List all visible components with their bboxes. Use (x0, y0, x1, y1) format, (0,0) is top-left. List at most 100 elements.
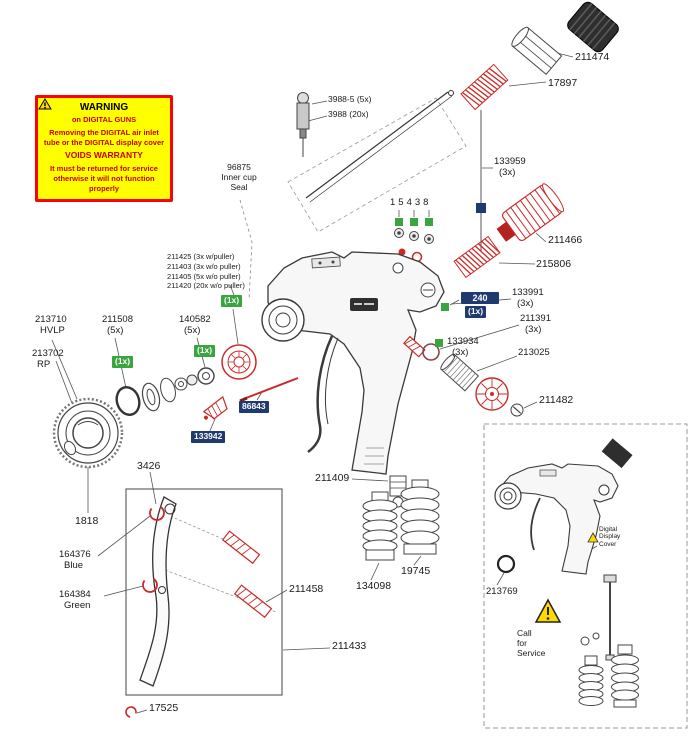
cup-knob (567, 1, 619, 53)
spray-gun-body (261, 251, 445, 475)
label-133991-qty: (3x) (517, 298, 534, 310)
service-tool-3988 (296, 92, 310, 157)
seal-kit-marker (395, 218, 403, 226)
label-213769: 213769 (486, 586, 518, 597)
warning-box: WARNING on DIGITAL GUNS Removing the DIG… (35, 95, 173, 202)
digital-service-inset-box (483, 423, 688, 729)
trigger-pin-lower (233, 584, 273, 619)
label-17897: 17897 (548, 77, 578, 89)
label-164384: 164384 Green (59, 589, 91, 612)
label-15438: 15438 (390, 197, 432, 208)
label-213702-type: RP (37, 359, 51, 371)
label-215806: 215806 (536, 258, 572, 270)
seal-kit-marker (410, 218, 418, 226)
label-211405: 211405 (5x w/o puller) (167, 271, 241, 281)
spring-assembly-19745 (400, 479, 440, 555)
valve-213025 (440, 353, 480, 392)
gun-trigger (307, 335, 334, 453)
label-213025: 213025 (518, 347, 550, 358)
gun-front-ring (261, 298, 305, 342)
needle-86843 (239, 377, 299, 403)
label-digital-3: Cover (599, 540, 617, 548)
label-211458: 211458 (289, 583, 324, 595)
label-3988: 3988 (20x) (328, 109, 369, 119)
label-133934-number: 133934 (447, 336, 479, 347)
spring-215806 (453, 235, 501, 279)
badge-86843: 86843 (239, 401, 269, 413)
label-96875-number: 96875 (227, 162, 251, 172)
seal-140582 (197, 367, 215, 385)
label-211420: 211420 (20x w/o puller) (167, 281, 245, 291)
navy-marker-133959 (476, 203, 486, 213)
label-17525: 17525 (149, 702, 179, 714)
pin-211391 (403, 335, 426, 358)
knob-211466 (496, 183, 565, 242)
seal-kit-marker (435, 339, 443, 347)
label-140582-number: 140582 (179, 314, 211, 325)
label-133959: 133959 (3x) (494, 156, 526, 179)
seal-kit-marker (441, 303, 449, 311)
warning-line: Removing the DIGITAL air inlet (49, 127, 159, 137)
circlip-blue-164376 (149, 505, 165, 521)
call-service-triangle-icon (534, 598, 562, 623)
label-133959-qty: (3x) (499, 167, 516, 179)
air-cap-ring-1818 (52, 397, 124, 469)
label-3426: 3426 (137, 460, 161, 472)
clip-17525 (125, 706, 137, 718)
label-133934: 133934 (3x) (447, 336, 479, 359)
label-digital-display-cover: Digital Display Cover (599, 526, 620, 548)
label-213710-number: 213710 (35, 314, 67, 325)
inset-oring-213769 (496, 554, 516, 574)
label-213702: 213702 RP (32, 348, 64, 371)
label-1818: 1818 (75, 515, 99, 527)
label-164376-number: 164376 (59, 549, 91, 560)
digital-cover-warning-triangle-icon (587, 532, 599, 543)
inset-rod (603, 574, 617, 661)
label-133991: 133991 (3x) (512, 287, 544, 310)
label-213710: 213710 HVLP (35, 314, 67, 337)
nozzle-133942 (202, 395, 228, 420)
label-140582: 140582 (5x) (179, 314, 211, 337)
label-call-2: for (517, 638, 527, 649)
label-96875-desc1: Inner cup (221, 172, 257, 183)
label-211391-number: 211391 (520, 313, 551, 324)
warning-line: tube or the DIGITAL display cover (43, 137, 165, 147)
label-19745: 19745 (401, 565, 431, 577)
label-133991-number: 133991 (512, 287, 544, 298)
spring-17897 (460, 63, 509, 111)
inset-spring-stacks (578, 632, 639, 708)
qty-badge-1x: (1x) (112, 356, 134, 368)
label-211433: 211433 (332, 640, 367, 652)
label-211508: 211508 (5x) (102, 314, 133, 337)
label-211466: 211466 (548, 234, 583, 246)
label-133959-number: 133959 (494, 156, 526, 167)
label-213702-number: 213702 (32, 348, 64, 359)
label-nozzle-set-options: 211425 (3x w/puller) 211403 (3x w/o pull… (167, 252, 245, 291)
oring-211508 (115, 386, 141, 416)
inset-gun-knob (601, 438, 633, 469)
label-213710-type: HVLP (40, 325, 65, 337)
baffle-parts (141, 374, 198, 412)
paint-needle (305, 90, 454, 203)
label-140582-qty: (5x) (184, 325, 201, 337)
label-133934-qty: (3x) (452, 347, 469, 359)
label-211391-qty: (3x) (525, 324, 542, 336)
label-digital-2: Display (599, 533, 621, 541)
label-211474: 211474 (575, 51, 610, 63)
nozzle-cluster-15438 (394, 218, 434, 263)
seal-kit-marker (425, 218, 433, 226)
warning-triangle-icon (38, 98, 52, 110)
label-call-for-service: Call for Service (517, 628, 545, 659)
warning-line: on DIGITAL GUNS (71, 115, 137, 124)
label-3988-5: 3988-5 (5x) (328, 94, 372, 104)
label-164384-color: Green (64, 600, 91, 612)
label-call-1: Call (517, 628, 532, 638)
label-96875: 96875 Inner cup Seal (210, 162, 268, 193)
trigger-pin-upper (221, 530, 261, 565)
label-164384-number: 164384 (59, 589, 91, 600)
needle-dashed-zone (287, 97, 467, 233)
label-96875-desc2: Seal (230, 182, 248, 193)
circlip-green-164384 (142, 577, 158, 593)
label-call-3: Service (517, 648, 546, 659)
